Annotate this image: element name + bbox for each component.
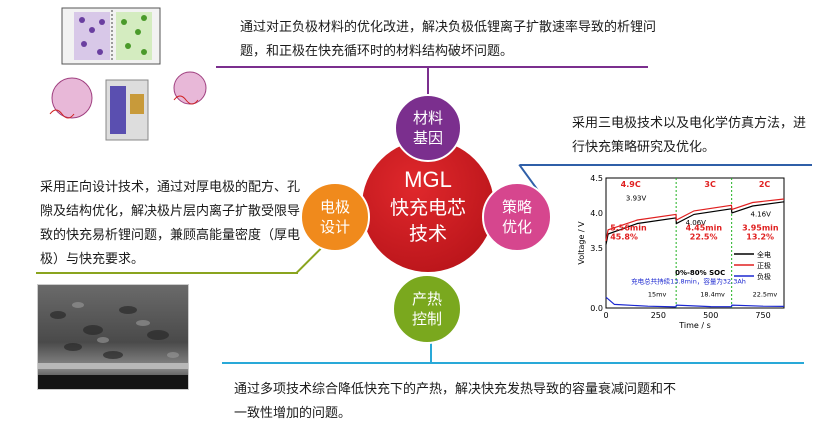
x-tick-label: 750 [755,311,770,320]
y-axis-label: Voltage / V [577,221,586,265]
annot-t1: 5.56min [610,224,647,233]
note-thermal: 通过多项技术综合降低快充下的产热，解决快充发热导致的容量衰减问题和不一致性增加的… [234,382,677,421]
electrode-sem-svg [38,285,188,389]
annot-v3: 4.16V [750,211,771,219]
material-diagram-image [44,4,212,144]
annot-t3: 3.95min [742,224,779,233]
annot-t2: 4.45min [686,224,723,233]
center-subtitle-1: 快充电芯 [389,197,466,219]
annot-v2: 4.06V [686,219,707,227]
annot-summary: 充电总共持续13.8min，容量为32.3Ah [631,277,746,286]
top-connector-hline [216,66,648,68]
annot-p1: 45.8% [610,233,638,242]
x-axis-label: Time / s [678,321,711,330]
circle-electrode-design: 电极 设计 [300,182,370,252]
y-tick-label: 4.5 [590,174,603,183]
note-strategy: 采用三电极技术以及电化学仿真方法，进行快充策略研究及优化。 [572,116,807,155]
y-tick-label: 4.0 [590,209,603,218]
top-connector-vline [427,66,429,96]
stage-label: 4.9C [621,180,641,189]
right-connector-hline [520,164,812,166]
circle-material-gene: 材料 基因 [394,94,462,162]
legend-label: 正极 [757,261,771,270]
stage-label: 3C [704,180,716,189]
x-tick-label: 250 [651,311,666,320]
stage-label: 2C [759,180,771,189]
legend-label: 负极 [757,272,771,281]
y-tick-label: 0.0 [590,304,603,313]
annot-p2: 22.5% [690,233,718,242]
electrode-sem-image [37,284,189,390]
note-electrode: 采用正向设计技术，通过对厚电极的配方、孔隙及结构优化，解决极片层内离子扩散受限导… [40,180,301,267]
x-tick-label: 0 [603,311,608,320]
note-material: 通过对正负极材料的优化改进，解决负极低锂离子扩散速率导致的析锂问题，和正极在快充… [240,20,657,59]
annot-v1: 3.93V [626,194,647,202]
left-connector-hline [36,272,298,274]
annot-p3: 13.2% [746,233,774,242]
series-line [605,201,785,245]
annot-m2: 18.4mv [700,290,725,298]
x-tick-label: 500 [703,311,718,320]
y-tick-label: 3.5 [590,244,603,253]
center-subtitle-2: 技术 [408,223,447,245]
center-title: MGL [404,167,452,192]
plot-frame [605,177,785,309]
annot-m1: 15mv [648,290,667,298]
circle-heat-control: 产热 控制 [392,274,462,344]
bottom-connector-hline [222,362,804,364]
annot-m3: 22.5mv [753,290,778,298]
circle-strategy-optimization: 策略 优化 [482,182,552,252]
legend-label: 全电 [757,250,771,259]
center-circle: MGL 快充电芯 技术 [362,140,494,272]
annot-soc: 0%-80% SOC [675,269,725,277]
material-diagram-svg [49,7,207,141]
series-line [605,198,785,242]
series-line [605,296,785,308]
